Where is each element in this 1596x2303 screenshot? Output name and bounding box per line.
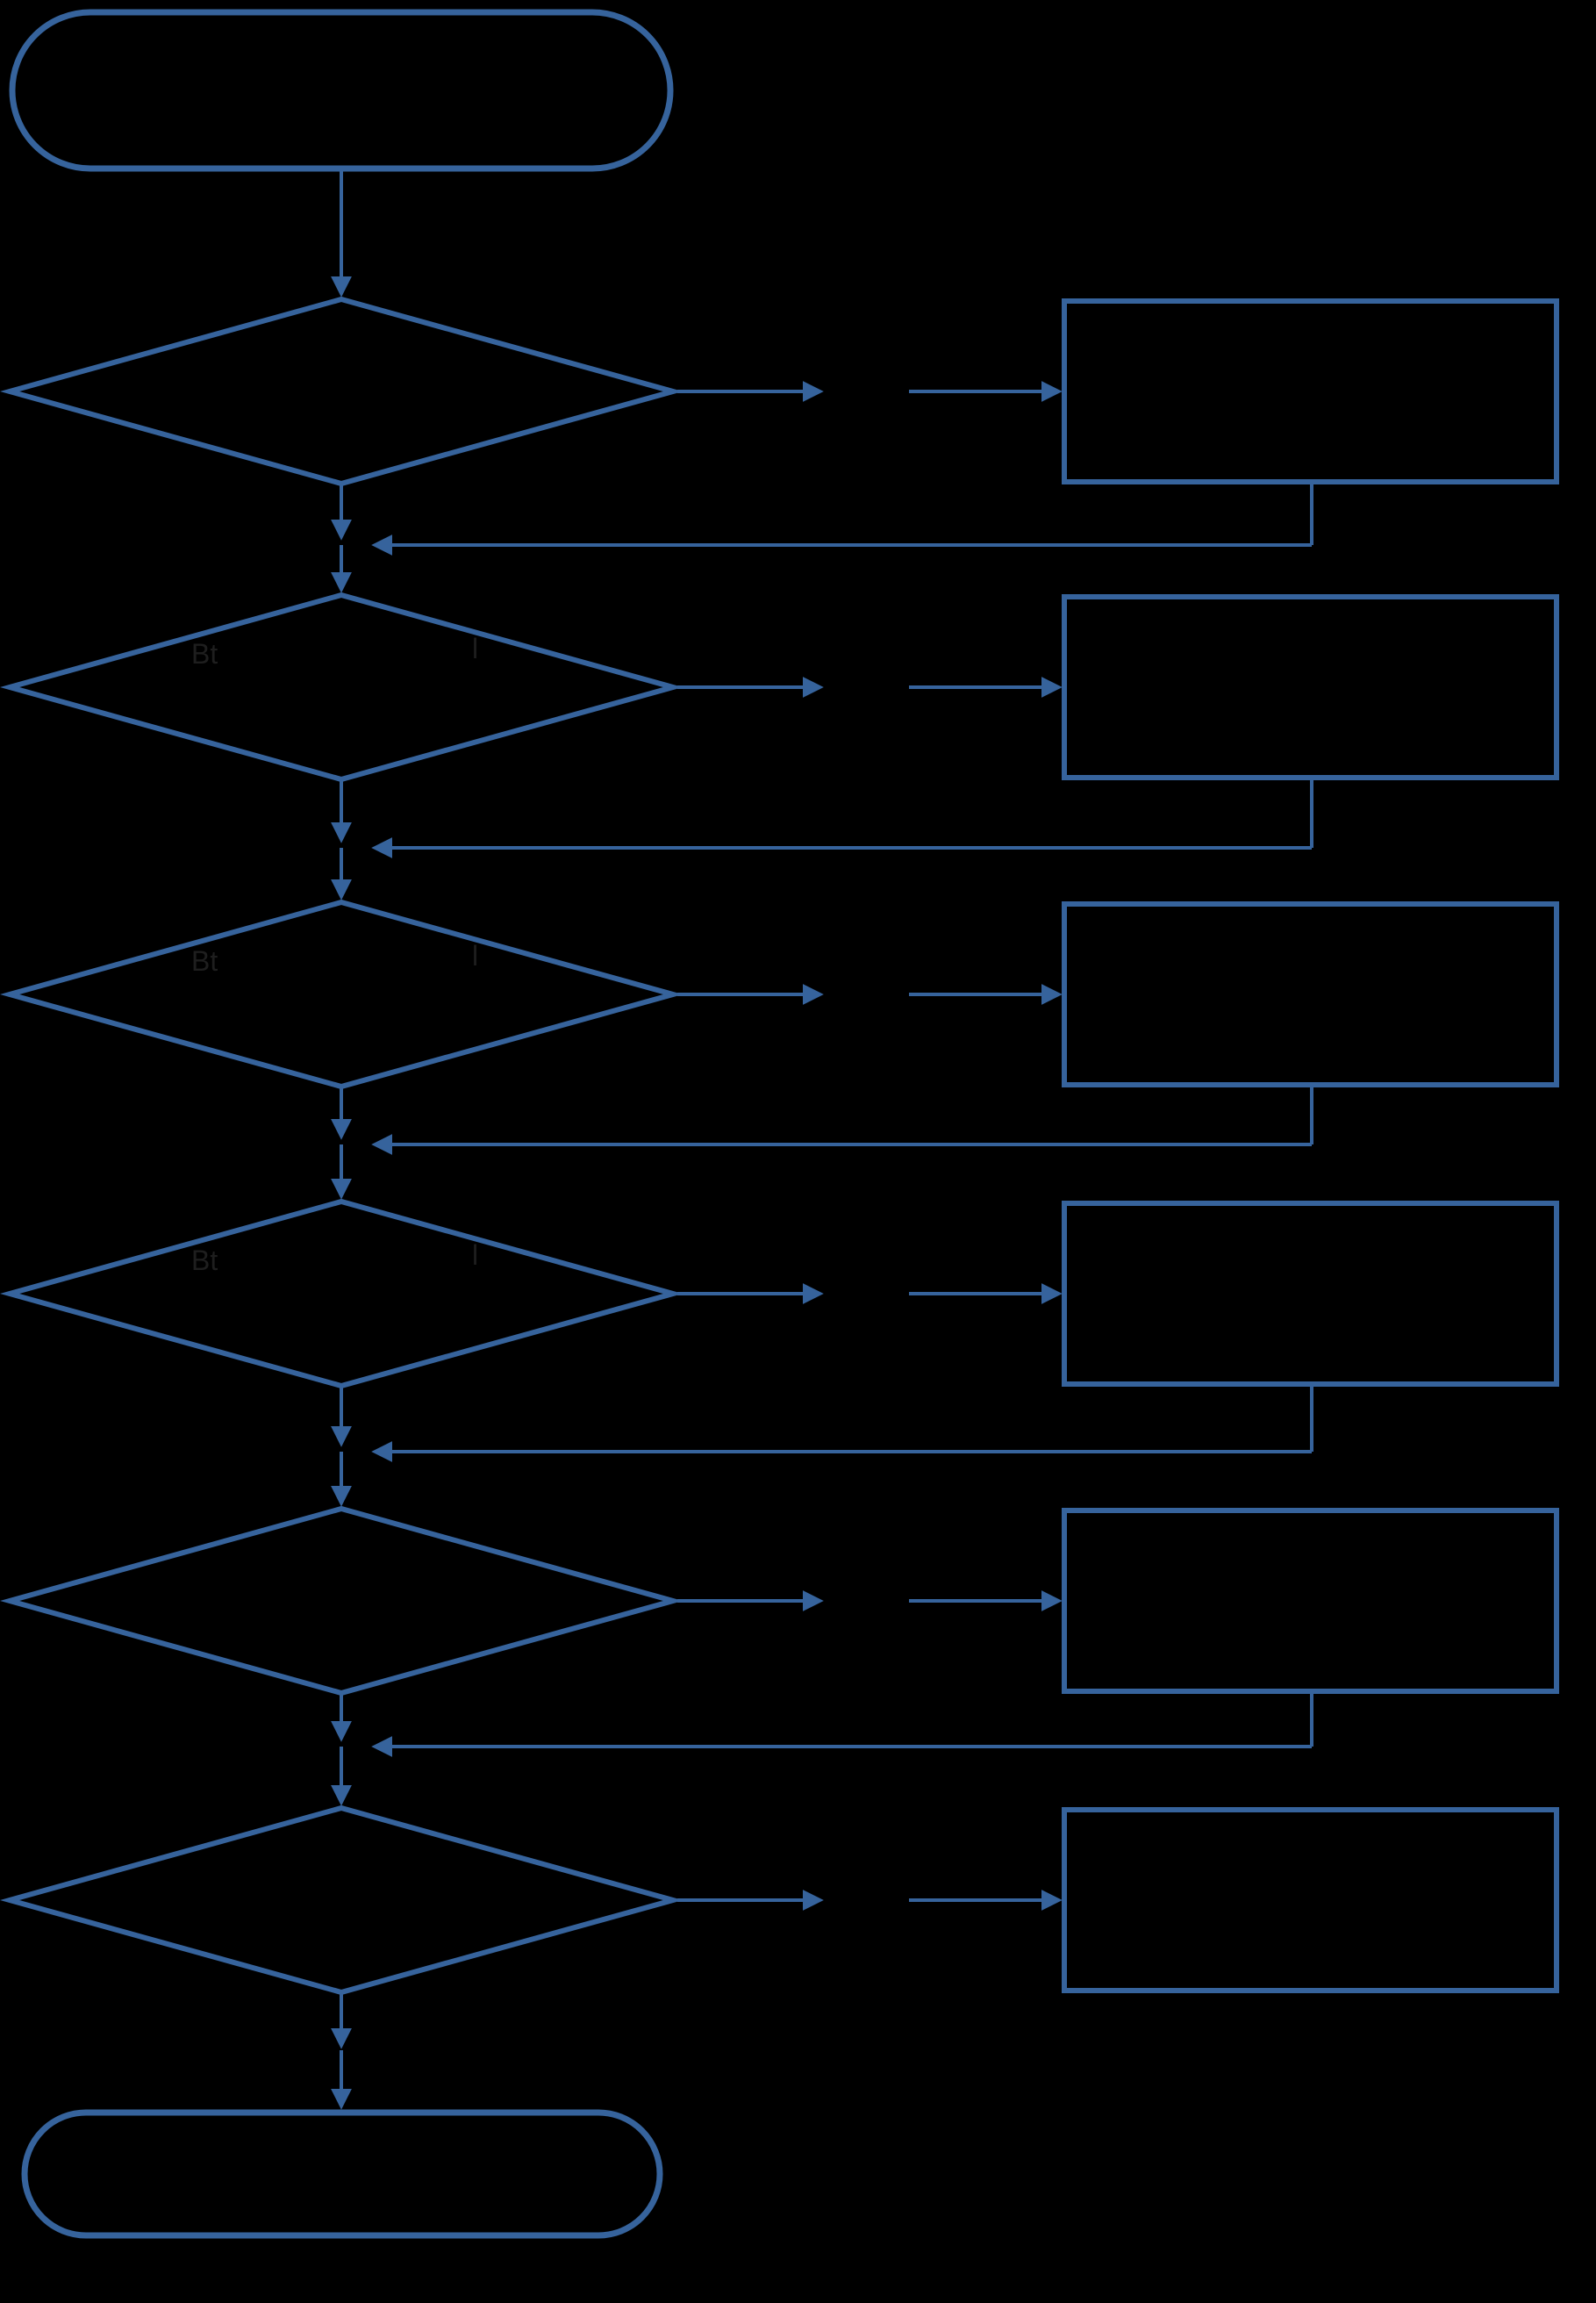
row-6 [0, 1804, 1559, 2110]
decision-1-diamond [0, 296, 683, 487]
decision-4-diamond [0, 1198, 683, 1389]
decision-4-text-fragment-right: l [472, 1239, 478, 1271]
process-4-box [1062, 1201, 1559, 1387]
decision-3-diamond [0, 899, 683, 1090]
row-2: Bt l [0, 592, 1559, 900]
decision-6-diamond [0, 1804, 683, 1996]
end-terminator [21, 2109, 663, 2239]
decision-3-text-fragment-left: Bt [191, 945, 218, 977]
decision-2-text-fragment-left: Bt [191, 638, 218, 670]
process-3-box [1062, 901, 1559, 1087]
decision-2-diamond [0, 592, 683, 783]
decision-4-text-fragment-left: Bt [191, 1245, 218, 1276]
start-terminator [9, 9, 674, 172]
process-1-box [1062, 298, 1559, 484]
decision-5-diamond [0, 1505, 683, 1697]
row-4: Bt l [0, 1198, 1559, 1507]
row-5 [0, 1505, 1559, 1806]
process-6-box [1062, 1807, 1559, 1993]
flowchart: Bt l Bt l [0, 9, 1559, 2239]
row-3: Bt l [0, 899, 1559, 1200]
process-2-box [1062, 594, 1559, 780]
process-5-box [1062, 1508, 1559, 1694]
row-1 [0, 296, 1559, 593]
decision-3-text-fragment-right: l [472, 940, 478, 972]
decision-2-text-fragment-right: l [472, 633, 478, 664]
